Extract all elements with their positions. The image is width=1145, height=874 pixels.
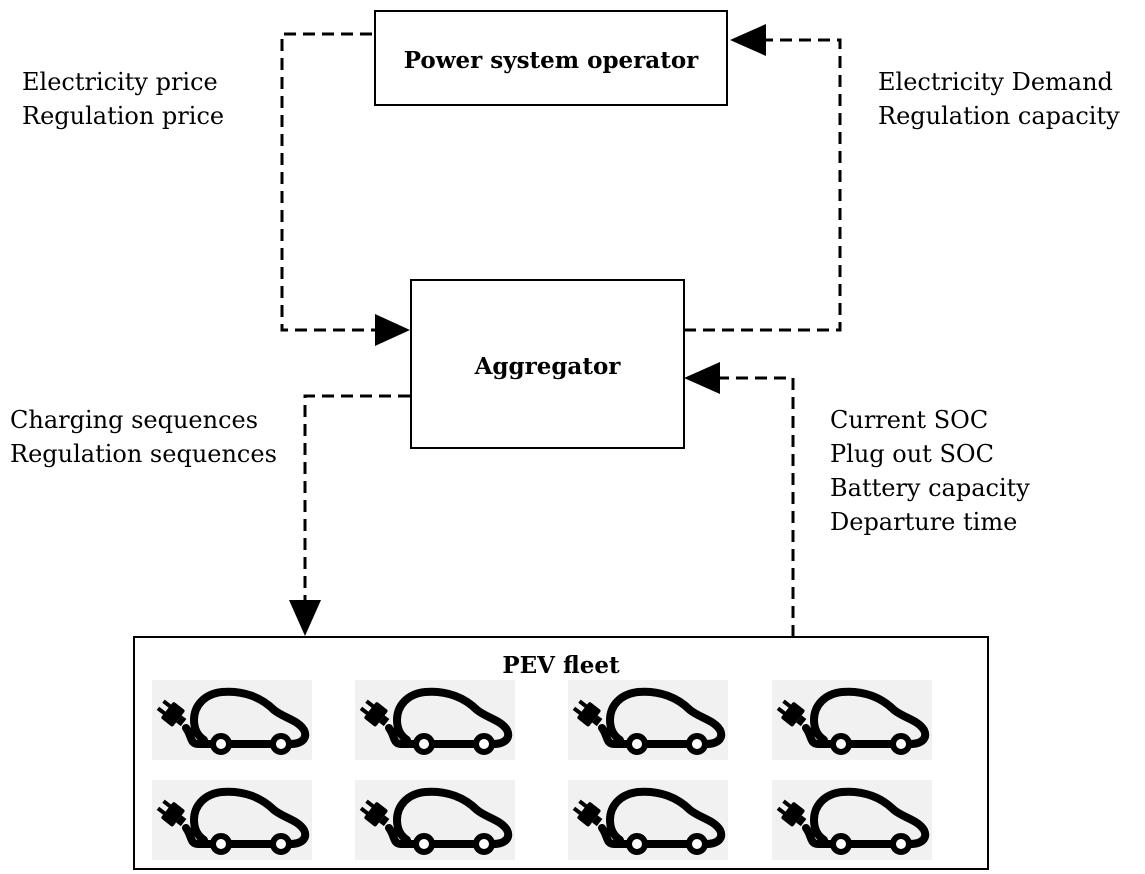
operator-label: Power system operator	[403, 47, 699, 74]
ev-car-plug-icon	[772, 780, 932, 860]
label-line: Plug out SOC	[830, 440, 994, 468]
label-line: Electricity price	[22, 68, 218, 96]
arrow-aggregator-to-fleet	[303, 394, 410, 605]
ev-car-plug-icon	[355, 680, 515, 760]
fleet-label: PEV fleet	[502, 652, 620, 679]
aggregator-node: Aggregator	[410, 279, 685, 449]
ev-car-plug-icon	[152, 680, 312, 760]
label-line: Charging sequences	[10, 406, 259, 434]
label-line: Regulation capacity	[878, 102, 1120, 130]
label-fleet-to-aggregator: Current SOC Plug out SOC Battery capacit…	[830, 403, 1030, 539]
ev-car-plug-icon	[355, 780, 515, 860]
label-aggregator-to-operator: Electricity Demand Regulation capacity	[878, 65, 1120, 133]
operator-node: Power system operator	[374, 10, 728, 106]
arrow-operator-to-aggregator	[280, 32, 402, 332]
label-line: Battery capacity	[830, 474, 1030, 502]
ev-car-plug-icon	[772, 680, 932, 760]
label-line: Regulation sequences	[10, 440, 277, 468]
arrowhead-fleet-to-aggregator	[684, 362, 720, 394]
arrow-aggregator-to-operator	[684, 38, 842, 332]
label-operator-to-aggregator: Electricity price Regulation price	[22, 65, 224, 133]
arrow-fleet-to-aggregator	[718, 376, 795, 637]
label-line: Departure time	[830, 508, 1018, 536]
arrowhead-aggregator-to-fleet	[289, 600, 321, 636]
aggregator-label: Aggregator	[474, 353, 621, 380]
label-aggregator-to-fleet: Charging sequences Regulation sequences	[10, 403, 277, 471]
ev-car-plug-icon	[152, 780, 312, 860]
arrowhead-operator-to-aggregator	[375, 314, 410, 346]
arrowhead-aggregator-to-operator	[730, 24, 766, 56]
ev-car-plug-icon	[568, 680, 728, 760]
label-line: Electricity Demand	[878, 68, 1113, 96]
label-line: Regulation price	[22, 102, 225, 130]
label-line: Current SOC	[830, 406, 989, 434]
ev-car-plug-icon	[568, 780, 728, 860]
